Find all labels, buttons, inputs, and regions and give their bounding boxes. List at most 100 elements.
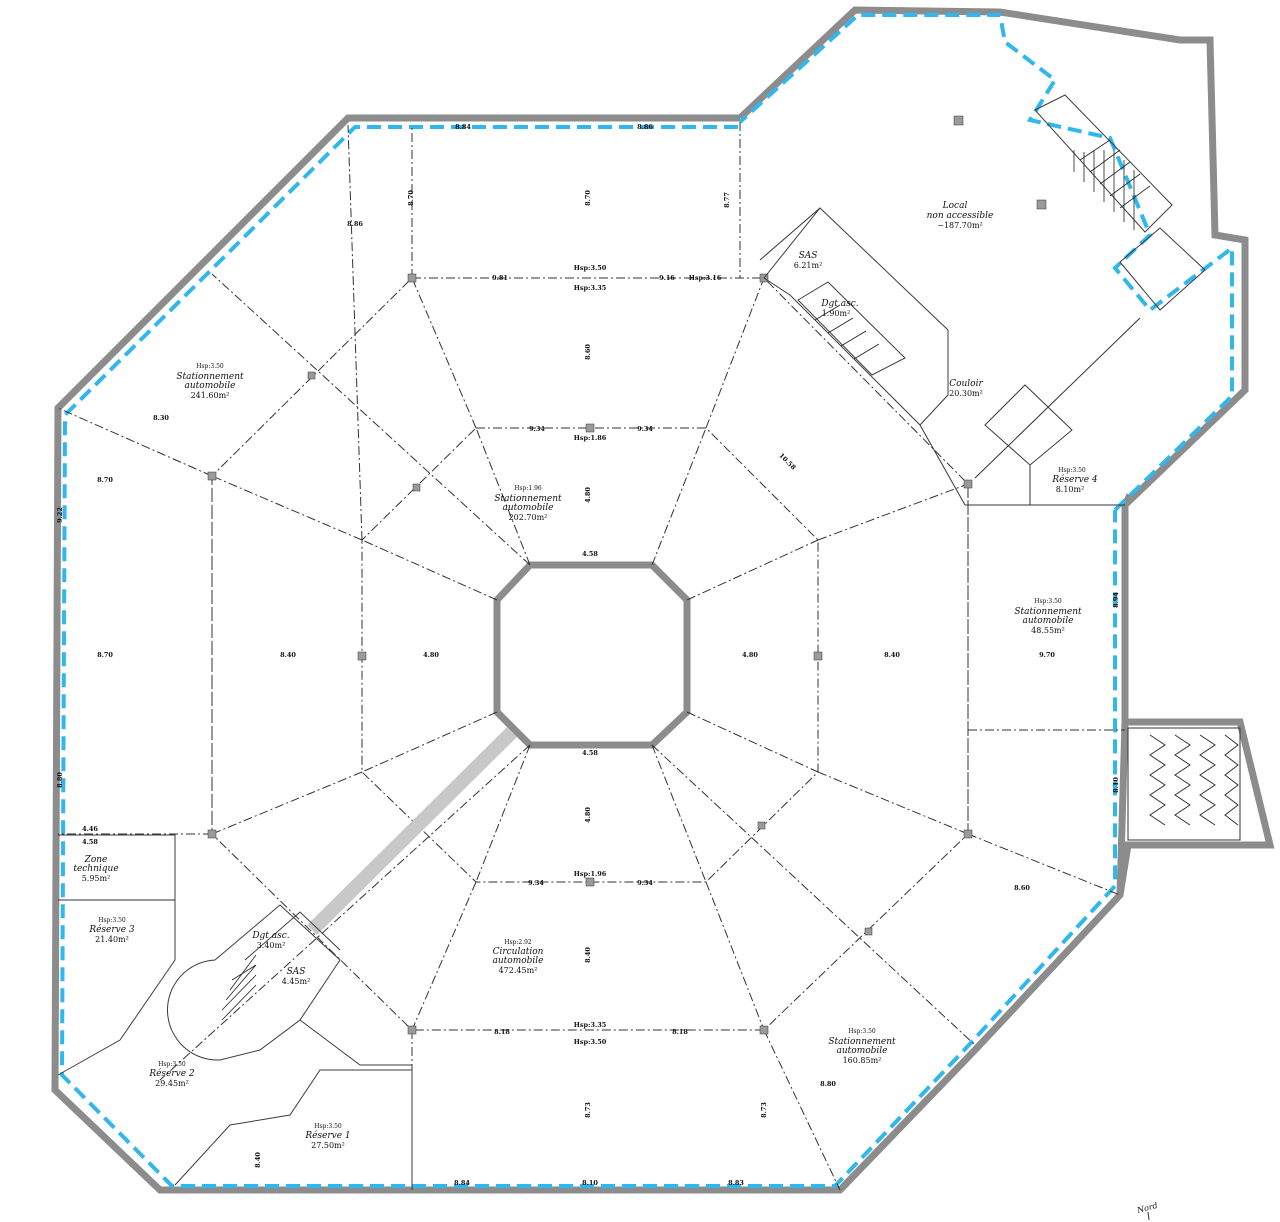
svg-text:21.40m²: 21.40m² — [95, 935, 129, 944]
svg-text:automobile: automobile — [1023, 616, 1074, 626]
svg-text:472.45m²: 472.45m² — [499, 966, 538, 975]
room-zone-technique: Zone technique 5.95m² — [73, 855, 118, 883]
svg-text:48.55m²: 48.55m² — [1031, 626, 1065, 635]
room-reserve2: Hsp:3.50 Réserve 2 29.45m² — [148, 1061, 195, 1088]
survey-perimeter — [59, 13, 1234, 1188]
svg-text:8.18: 8.18 — [494, 1028, 510, 1036]
structural-grid — [57, 122, 1125, 1191]
svg-text:5.95m²: 5.95m² — [82, 874, 111, 883]
svg-text:Local: Local — [942, 201, 968, 211]
svg-text:9.34: 9.34 — [637, 879, 653, 887]
svg-text:20.30m²: 20.30m² — [949, 389, 983, 398]
svg-text:8.60: 8.60 — [584, 344, 592, 360]
svg-text:9.16: 9.16 — [659, 274, 675, 282]
svg-text:Hsp:1.86: Hsp:1.86 — [574, 434, 607, 442]
svg-text:non accessible: non accessible — [927, 211, 994, 221]
access-ramp — [307, 727, 517, 935]
svg-text:8.86: 8.86 — [347, 220, 363, 228]
svg-text:27.50m²: 27.50m² — [311, 1141, 345, 1150]
svg-text:4.58: 4.58 — [582, 749, 598, 757]
svg-text:4.80: 4.80 — [742, 651, 758, 659]
svg-text:Hsp:3.50: Hsp:3.50 — [1058, 467, 1086, 474]
dimension-labels: 8.84 8.86 8.70 8.70 8.77 8.86 Hsp:3.50 9… — [56, 123, 1120, 1187]
svg-text:8.70: 8.70 — [407, 190, 415, 206]
svg-text:8.40: 8.40 — [254, 1152, 262, 1168]
svg-text:8.40: 8.40 — [280, 651, 296, 659]
svg-text:SAS: SAS — [287, 967, 306, 977]
east-ramp — [1127, 727, 1241, 841]
svg-text:8.94: 8.94 — [1112, 592, 1120, 608]
svg-text:technique: technique — [73, 864, 118, 874]
exterior-walls — [51, 6, 1275, 1194]
room-parking-e: Hsp:3.50 Stationnement automobile 48.55m… — [1014, 598, 1082, 635]
svg-text:8.10: 8.10 — [1112, 777, 1120, 793]
svg-text:Hsp:3.16: Hsp:3.16 — [689, 274, 722, 282]
svg-text:4.80: 4.80 — [584, 487, 592, 503]
svg-text:Hsp:3.50: Hsp:3.50 — [98, 917, 126, 924]
svg-text:241.60m²: 241.60m² — [191, 391, 230, 400]
room-parking-nw: Hsp:3.50 Stationnement automobile 241.60… — [176, 363, 244, 400]
columns — [207, 115, 1047, 1035]
svg-text:8.10m²: 8.10m² — [1056, 485, 1085, 494]
north-arrow: Nord — [1135, 1201, 1159, 1221]
room-asc-bot: Dgt asc. 3.40m² — [251, 931, 289, 950]
svg-text:Réserve 4: Réserve 4 — [1051, 474, 1098, 485]
room-parking-se: Hsp:3.50 Stationnement automobile 160.85… — [828, 1028, 896, 1065]
sw-wing — [57, 834, 413, 1190]
svg-text:Hsp:3.50: Hsp:3.50 — [848, 1028, 876, 1035]
svg-text:8.40: 8.40 — [584, 947, 592, 963]
svg-text:Hsp:1.96: Hsp:1.96 — [574, 870, 607, 878]
svg-text:8.70: 8.70 — [97, 651, 113, 659]
svg-text:8.60: 8.60 — [1014, 884, 1030, 892]
svg-text:Hsp:3.35: Hsp:3.35 — [574, 1021, 607, 1029]
svg-text:8.80: 8.80 — [56, 772, 64, 788]
svg-text:202.70m²: 202.70m² — [509, 513, 548, 522]
svg-text:4.58: 4.58 — [582, 550, 598, 558]
room-asc-top: Dgt asc. 1.90m² — [820, 299, 858, 318]
svg-text:8.73: 8.73 — [584, 1102, 592, 1118]
svg-text:4.46: 4.46 — [82, 825, 98, 833]
room-parking-n: Hsp:1.96 Stationnement automobile 202.70… — [494, 485, 562, 522]
svg-text:Couloir: Couloir — [949, 379, 983, 389]
svg-text:8.70: 8.70 — [584, 190, 592, 206]
svg-text:Hsp:3.50: Hsp:3.50 — [196, 363, 224, 370]
svg-text:Réserve 2: Réserve 2 — [148, 1068, 195, 1079]
svg-text:Stationnement: Stationnement — [176, 372, 244, 382]
room-reserve3: Hsp:3.50 Réserve 3 21.40m² — [88, 917, 135, 944]
svg-text:6.21m²: 6.21m² — [794, 261, 823, 270]
svg-text:Stationnement: Stationnement — [494, 494, 562, 504]
svg-text:Hsp:3.35: Hsp:3.35 — [574, 284, 607, 292]
svg-text:8.73: 8.73 — [760, 1102, 768, 1118]
svg-text:Hsp:3.50: Hsp:3.50 — [574, 264, 607, 272]
svg-text:Nord: Nord — [1135, 1201, 1158, 1215]
svg-text:Hsp:1.96: Hsp:1.96 — [514, 485, 542, 492]
svg-text:8.84: 8.84 — [454, 1179, 470, 1187]
room-local: Local non accessible ~187.70m² — [927, 201, 994, 230]
svg-text:SAS: SAS — [799, 251, 818, 261]
svg-text:Hsp:3.50: Hsp:3.50 — [314, 1123, 342, 1130]
svg-text:Stationnement: Stationnement — [828, 1037, 896, 1047]
svg-text:8.84: 8.84 — [455, 123, 471, 131]
svg-text:8.30: 8.30 — [153, 414, 169, 422]
svg-text:Dgt asc.: Dgt asc. — [251, 931, 289, 941]
svg-text:8.86: 8.86 — [637, 123, 653, 131]
svg-text:4.80: 4.80 — [584, 807, 592, 823]
svg-text:Hsp:2.92: Hsp:2.92 — [504, 939, 532, 946]
svg-text:Hsp:3.50: Hsp:3.50 — [1034, 598, 1062, 605]
room-reserve4: Hsp:3.50 Réserve 4 8.10m² — [1051, 467, 1098, 494]
room-sas-top: SAS 6.21m² — [794, 251, 823, 270]
svg-text:Réserve 3: Réserve 3 — [88, 924, 135, 935]
svg-text:9.34: 9.34 — [528, 879, 544, 887]
svg-text:9.22: 9.22 — [56, 507, 64, 523]
svg-text:9.81: 9.81 — [492, 274, 508, 282]
svg-text:4.45m²: 4.45m² — [282, 977, 311, 986]
svg-text:automobile: automobile — [837, 1046, 888, 1056]
svg-text:automobile: automobile — [185, 381, 236, 391]
svg-text:8.10: 8.10 — [582, 1179, 598, 1187]
svg-text:9.70: 9.70 — [1039, 651, 1055, 659]
svg-text:Dgt asc.: Dgt asc. — [820, 299, 858, 309]
svg-text:Hsp:3.50: Hsp:3.50 — [574, 1038, 607, 1046]
svg-text:29.45m²: 29.45m² — [155, 1079, 189, 1088]
svg-text:3.40m²: 3.40m² — [257, 941, 286, 950]
